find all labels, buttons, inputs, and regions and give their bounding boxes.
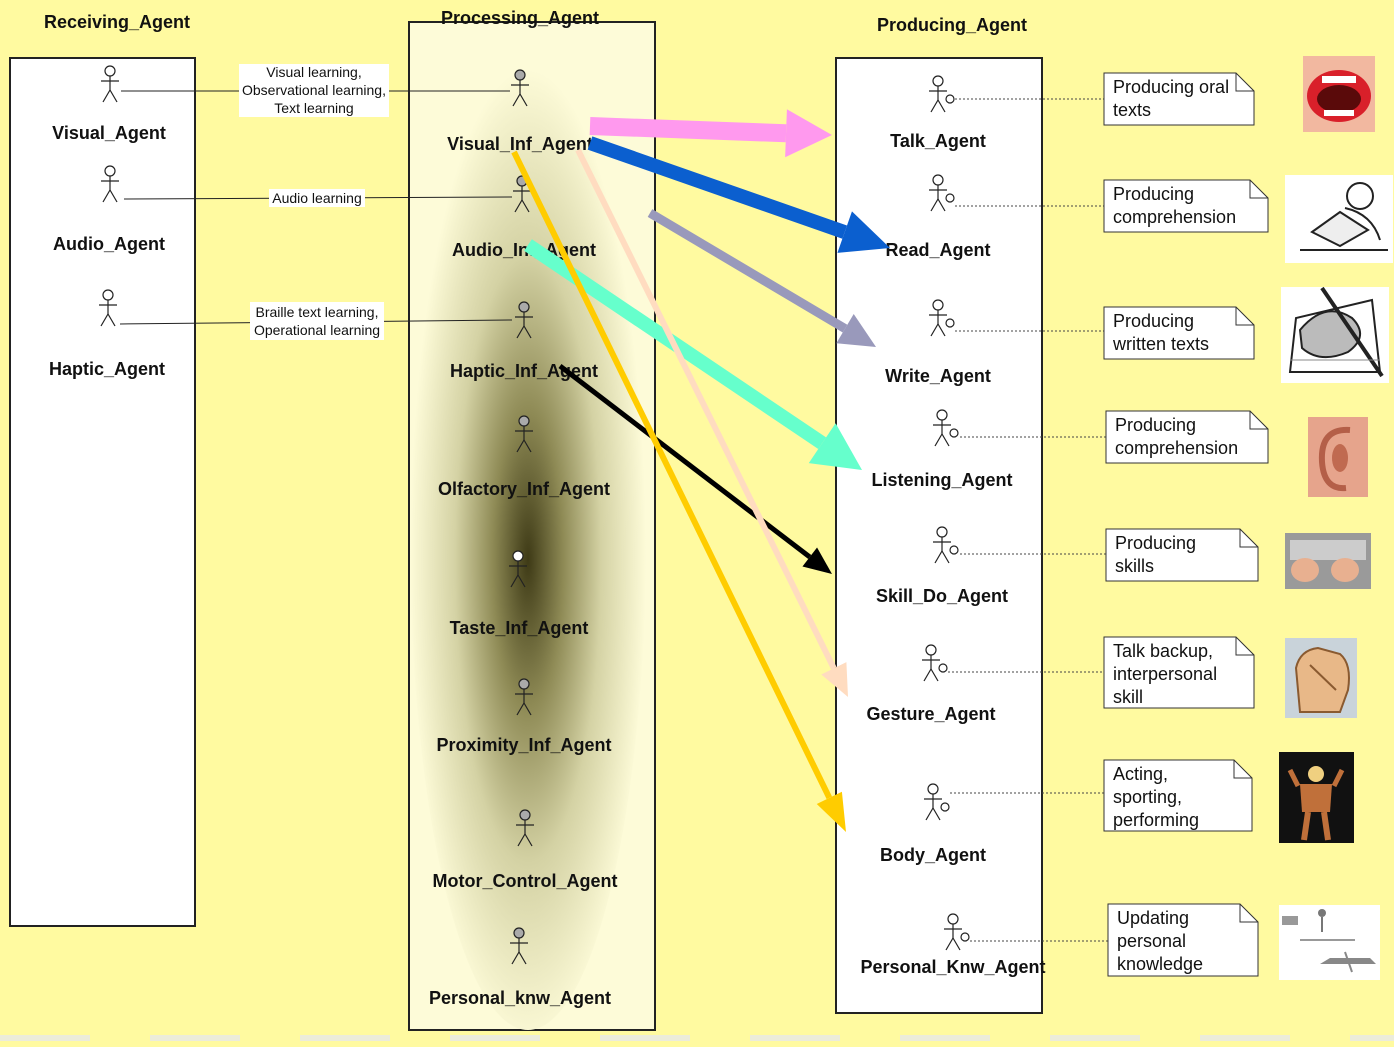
- processing-agent-olfactory-inf: Olfactory_Inf_Agent: [438, 479, 610, 499]
- writing-hand-picture: [1281, 286, 1389, 383]
- visual-link-label-3: Text learning: [274, 100, 353, 116]
- note-3-line-1: Producing: [1113, 311, 1194, 331]
- figures-layer: [99, 65, 970, 965]
- note-1-line-1: Producing oral: [1113, 77, 1229, 97]
- note-5-line-1: Producing: [1115, 533, 1196, 553]
- note-4-line-1: Producing: [1115, 415, 1196, 435]
- processing-figure-icon-7: [516, 809, 534, 847]
- producing-figure-icon-2: [929, 174, 955, 212]
- producing-figure-icon-4: [933, 409, 959, 447]
- receiving-agent-haptic: Haptic_Agent: [49, 359, 165, 379]
- haptic-link-label-1: Braille text learning,: [256, 304, 379, 320]
- processing-figure-icon-6: [515, 678, 533, 716]
- producing-figure-icon-8: [944, 913, 970, 951]
- note-2: Producing comprehension: [1103, 179, 1269, 233]
- processing-figure-icon-4: [515, 415, 533, 453]
- processing-agent-taste-inf: Taste_Inf_Agent: [450, 618, 589, 638]
- note-6-line-1: Talk backup,: [1113, 641, 1213, 661]
- note-2-line-2: comprehension: [1113, 207, 1236, 227]
- note-7: Acting, sporting, performing: [1103, 759, 1253, 832]
- ear-picture: [1308, 417, 1368, 497]
- audio-link-label: Audio learning: [272, 190, 362, 206]
- arrow-to-skill-do-agent: [558, 364, 832, 574]
- note-6: Talk backup, interpersonal skill: [1103, 636, 1255, 709]
- arrow-to-body-agent: [511, 150, 846, 832]
- receiving-figure-icon-1: [101, 65, 119, 103]
- arrows-layer: [511, 109, 890, 832]
- processing-figure-icon-5: [509, 550, 527, 588]
- processing-agent-personal-knw: Personal_knw_Agent: [429, 988, 611, 1008]
- note-3: Producing written texts: [1103, 306, 1255, 360]
- producing-figure-icon-1: [929, 75, 955, 113]
- receiving-figure-icon-2: [101, 165, 119, 203]
- waving-hand-picture: [1285, 638, 1357, 718]
- processing-agent-motor-control: Motor_Control_Agent: [433, 871, 618, 891]
- processing-figure-icon-3: [515, 301, 533, 339]
- producing-agent-listening: Listening_Agent: [871, 470, 1012, 490]
- processing-agent-audio-inf: Audio_Inf_Agent: [452, 240, 596, 260]
- receiving-agent-audio: Audio_Agent: [53, 234, 165, 254]
- receiving-column: [9, 57, 196, 927]
- processing-agent-visual-inf: Visual_Inf_Agent: [447, 134, 593, 154]
- producing-figure-icon-7: [924, 783, 950, 821]
- producing-agent-skill-do: Skill_Do_Agent: [876, 586, 1008, 606]
- visual-link-label-2: Observational learning,: [242, 82, 386, 98]
- arrow-to-read-agent: [587, 136, 890, 253]
- note-5: Producing skills: [1105, 528, 1259, 582]
- producing-agent-gesture: Gesture_Agent: [866, 704, 995, 724]
- instruction-diagram-picture: [1279, 905, 1380, 980]
- producing-agent-write: Write_Agent: [885, 366, 991, 386]
- visual-link-label-1: Visual learning,: [266, 64, 361, 80]
- note-4: Producing comprehension: [1105, 410, 1269, 464]
- producing-figure-icon-3: [929, 299, 955, 337]
- processing-figure-icon-8: [510, 927, 528, 965]
- processing-figure-icon-1: [511, 69, 529, 107]
- producing-agent-body: Body_Agent: [880, 845, 986, 865]
- note-1-line-2: texts: [1113, 100, 1151, 120]
- note-8-line-3: knowledge: [1117, 954, 1203, 974]
- producing-header: Producing_Agent: [877, 15, 1027, 35]
- note-3-line-2: written texts: [1112, 334, 1209, 354]
- note-2-line-1: Producing: [1113, 184, 1194, 204]
- producing-agent-personal-knw: Personal_Knw_Agent: [860, 957, 1045, 977]
- note-8-line-1: Updating: [1117, 908, 1189, 928]
- note-5-line-2: skills: [1115, 556, 1154, 576]
- note-6-line-3: skill: [1113, 687, 1143, 707]
- producing-figure-icon-5: [933, 526, 959, 564]
- note-1: Producing oral texts: [1103, 72, 1255, 126]
- mouth-picture: [1303, 56, 1375, 132]
- arrow-to-write-agent: [647, 209, 876, 347]
- note-8-line-2: personal: [1117, 931, 1186, 951]
- receiving-header: Receiving_Agent: [44, 12, 190, 32]
- note-7-line-3: performing: [1113, 810, 1199, 830]
- note-6-line-2: interpersonal: [1113, 664, 1217, 684]
- arrow-to-talk-agent: [589, 109, 832, 158]
- processing-agent-proximity-inf: Proximity_Inf_Agent: [436, 735, 611, 755]
- bodybuilder-picture: [1279, 752, 1354, 843]
- note-7-line-1: Acting,: [1113, 764, 1168, 784]
- note-7-line-2: sporting,: [1113, 787, 1182, 807]
- keyboard-hands-picture: [1285, 533, 1371, 589]
- reading-person-picture: [1285, 175, 1393, 263]
- note-4-line-2: comprehension: [1115, 438, 1238, 458]
- receiving-figure-icon-3: [99, 289, 117, 327]
- producing-agent-talk: Talk_Agent: [890, 131, 986, 151]
- receiving-agent-visual: Visual_Agent: [52, 123, 166, 143]
- processing-header: Processing_Agent: [441, 8, 599, 28]
- haptic-link-label-2: Operational learning: [254, 322, 380, 338]
- note-connectors: [948, 98, 1108, 942]
- arrow-to-gesture-agent: [575, 148, 848, 697]
- producing-agent-read: Read_Agent: [885, 240, 990, 260]
- note-8: Updating personal knowledge: [1107, 903, 1259, 977]
- producing-figure-icon-6: [922, 644, 948, 682]
